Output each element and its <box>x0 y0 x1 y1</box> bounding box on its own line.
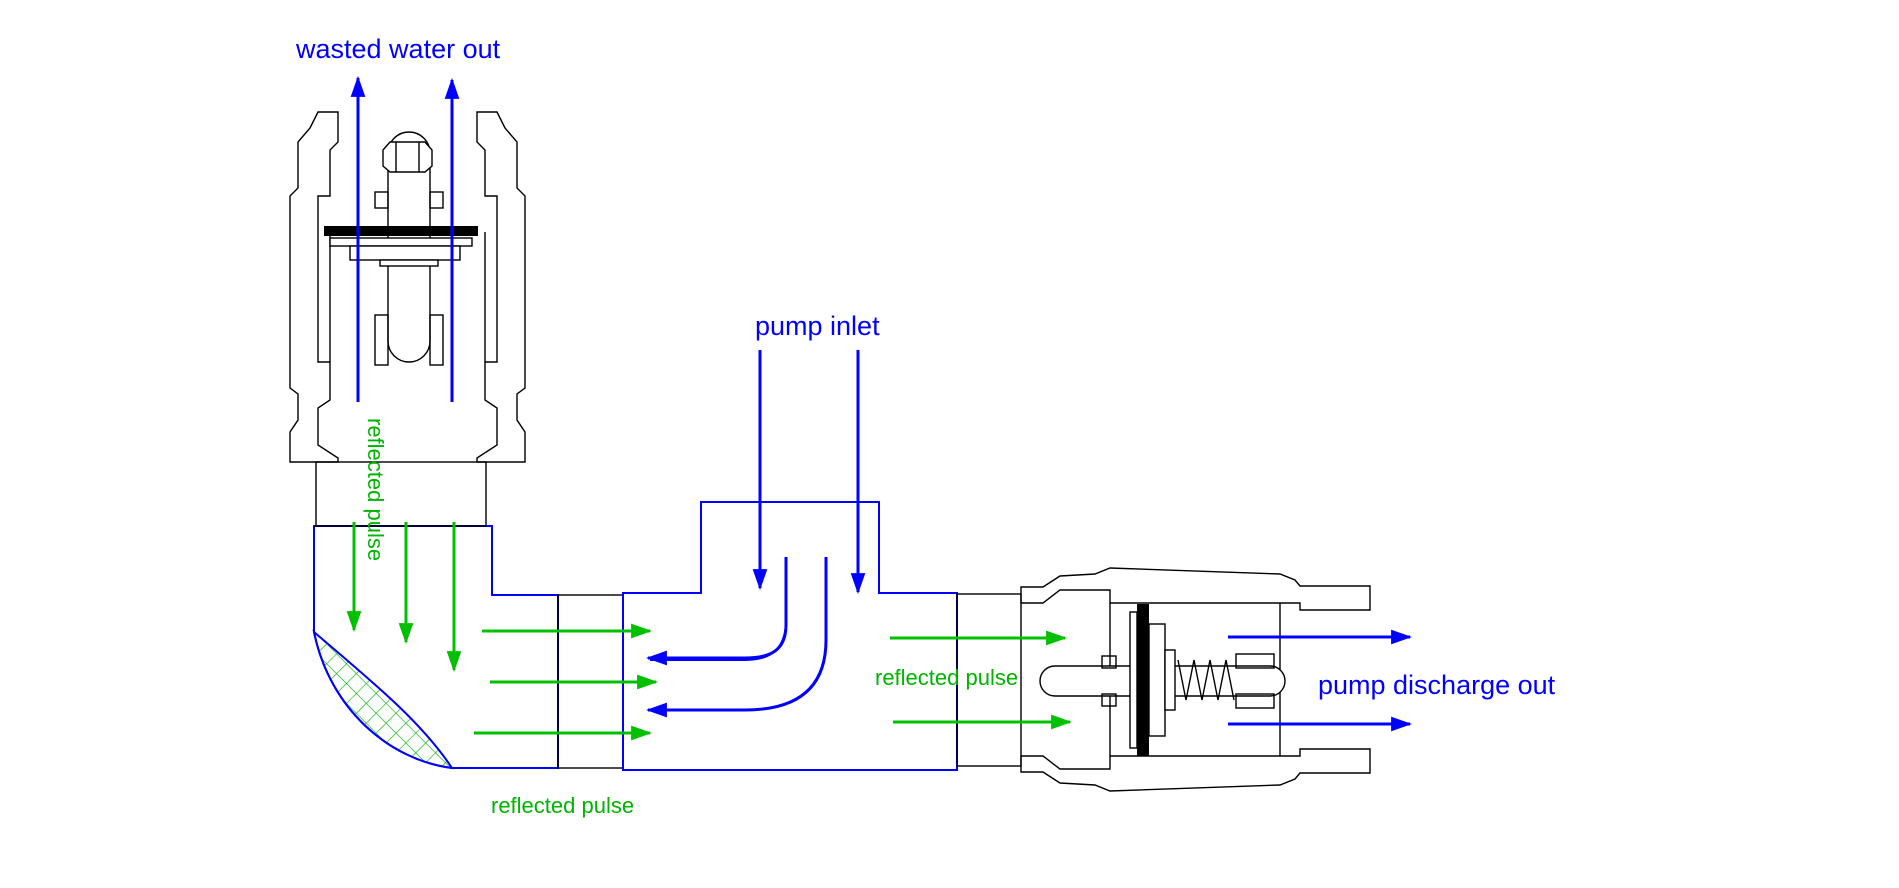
tee-valve-coupling <box>956 593 1022 767</box>
waste-valve-nut <box>382 141 433 173</box>
elbow-deposit <box>312 629 455 770</box>
label-reflected-pulse-vertical: reflected pulse <box>363 418 388 561</box>
waste-valve-right-wall <box>476 111 526 463</box>
waste-valve <box>289 111 526 463</box>
waste-valve-coupling <box>315 461 487 527</box>
label-pump-discharge-out: pump discharge out <box>1318 670 1556 700</box>
label-reflected-pulse-bottom: reflected pulse <box>491 793 634 818</box>
discharge-valve-spring <box>1177 659 1235 701</box>
discharge-valve-disc <box>1137 604 1149 756</box>
waste-valve-left-wall <box>289 111 339 463</box>
inlet-curve-arrow-top <box>645 557 788 666</box>
pulse-arrows <box>346 522 1073 741</box>
discharge-valve-top-wall <box>1020 567 1371 611</box>
waste-valve-disc <box>324 226 478 236</box>
label-pump-inlet: pump inlet <box>755 311 880 341</box>
discharge-valve <box>1020 567 1371 792</box>
label-wasted-water-out: wasted water out <box>295 34 501 64</box>
discharge-valve-bottom-wall <box>1020 748 1371 792</box>
label-reflected-pulse-right: reflected pulse <box>875 665 1018 690</box>
inlet-curve-arrow-bottom <box>645 557 828 718</box>
flow-arrows <box>350 75 1413 732</box>
tee <box>622 501 958 771</box>
tee-outline <box>622 501 958 771</box>
